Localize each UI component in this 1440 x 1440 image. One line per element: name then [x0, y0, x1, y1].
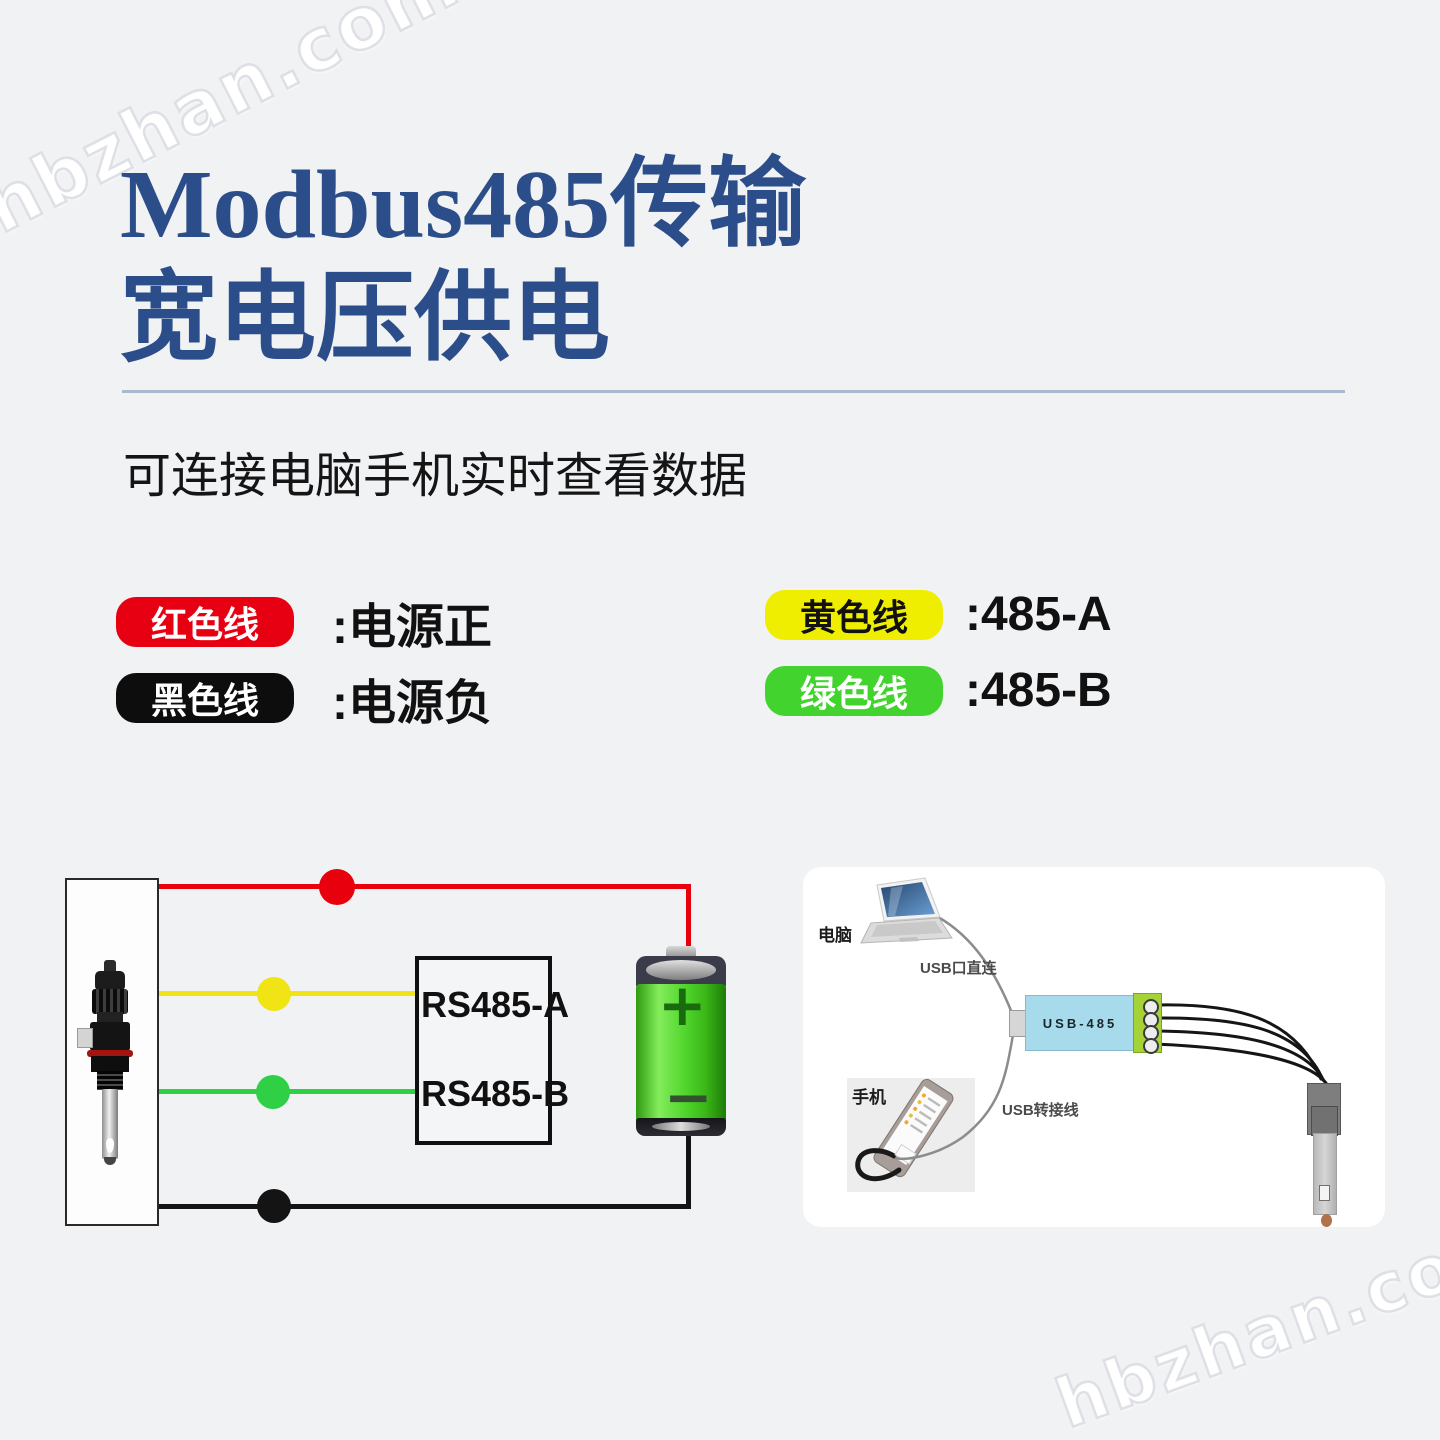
legend-item-red-wire: 红色线 :电源正 [116, 587, 492, 657]
phone-label: 手机 [852, 1088, 886, 1107]
battery-positive-symbol: + [658, 971, 707, 1039]
probe-tip [104, 1157, 116, 1165]
usb-direct-label: USB口直连 [920, 960, 997, 977]
probe-body [90, 1022, 130, 1051]
legend-item-black-wire: 黑色线 :电源负 [116, 663, 492, 733]
red-junction-dot [319, 869, 355, 905]
title-divider [122, 390, 1345, 393]
laptop-icon [860, 877, 953, 944]
probe-cap [95, 971, 125, 991]
probe-ribbed-collar [92, 989, 128, 1014]
probe-neck [97, 1012, 123, 1023]
watermark-bottom-right: hbzhan.com [1045, 1200, 1440, 1440]
probe-small-window [1319, 1185, 1330, 1201]
yellow-junction-dot [257, 977, 291, 1011]
probe-hex-nut [91, 1056, 129, 1072]
green-junction-dot [256, 1075, 290, 1109]
red-wire-badge: 红色线 [116, 597, 294, 647]
signal-wire-3 [1153, 1029, 1326, 1083]
yellow-wire-function-label: :485-A [965, 588, 1112, 641]
green-wire-function-label: :485-B [965, 664, 1112, 717]
battery-cap-highlight [646, 960, 716, 980]
page-title-line2: 宽电压供电 [120, 265, 611, 373]
legend-item-green-wire: 绿色线 :485-B [765, 663, 1112, 718]
terminal-screw-4 [1143, 1038, 1159, 1054]
usb485-converter: USB-485 [1025, 995, 1135, 1051]
signal-wire-1 [1153, 1003, 1323, 1081]
rs485-port-a-label: RS485-A [421, 984, 570, 1025]
connection-card: USB-485 电脑 USB口直连 手机 USB转接线 [803, 867, 1385, 1227]
phone-usb-wire [894, 1034, 1015, 1160]
phone-icon [855, 1078, 954, 1182]
black-wire-horizontal [155, 1204, 691, 1209]
usb-adapter-label: USB转接线 [1002, 1102, 1079, 1119]
probe-small-tip [1321, 1214, 1332, 1227]
battery-knob [666, 946, 696, 958]
rs485-port-b-label: RS485-B [421, 1073, 570, 1114]
red-wire-vertical [686, 884, 691, 956]
signal-wire-2 [1153, 1016, 1325, 1082]
probe-thread [97, 1071, 123, 1090]
legend-item-yellow-wire: 黄色线 :485-A [765, 587, 1112, 642]
battery-negative-symbol: − [664, 1063, 713, 1131]
probe-small-collar [1311, 1106, 1338, 1136]
probe-side-tab [77, 1028, 93, 1048]
probe-stub [104, 960, 116, 973]
battery-body [636, 984, 726, 1124]
signal-wire-4 [1153, 1042, 1328, 1085]
battery-bottom-highlight [652, 1122, 710, 1131]
probe-small-body [1313, 1133, 1337, 1215]
black-wire-badge: 黑色线 [116, 673, 294, 723]
black-junction-dot [257, 1189, 291, 1223]
phone-photo [847, 1078, 975, 1192]
green-wire-badge: 绿色线 [765, 665, 943, 716]
page-title-line1: Modbus485传输 [120, 151, 807, 259]
card-wires [894, 915, 1328, 1160]
computer-label: 电脑 [818, 926, 852, 945]
rs485-module-box [415, 956, 552, 1145]
page-subtitle: 可连接电脑手机实时查看数据 [123, 450, 748, 503]
probe-sensing-window [106, 1138, 114, 1153]
laptop-usb-wire [937, 915, 1014, 1014]
yellow-wire-badge: 黄色线 [765, 589, 943, 640]
red-wire-horizontal [155, 884, 691, 889]
page-title: Modbus485传输 宽电压供电 [120, 148, 806, 376]
probe-red-ring [87, 1050, 133, 1057]
red-wire-function-label: :电源正 [332, 601, 492, 654]
otg-cable [855, 1148, 902, 1182]
black-wire-vertical [686, 1134, 691, 1206]
black-wire-function-label: :电源负 [332, 677, 492, 730]
